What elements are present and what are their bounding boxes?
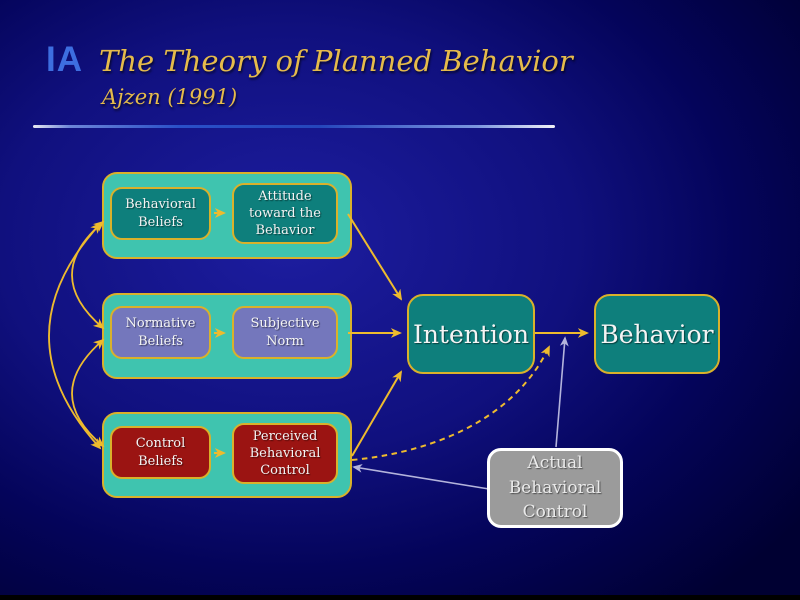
- curve-normative-control: [71, 338, 105, 448]
- node-attitude-toward-behavior: Attitude toward the Behavior: [232, 183, 338, 244]
- curve-behavioral-control: [48, 222, 102, 450]
- node-normative-beliefs: Normative Beliefs: [110, 306, 211, 359]
- node-label: Normative Beliefs: [125, 316, 196, 349]
- node-label: Intention: [412, 319, 530, 349]
- bottom-black-strip: [0, 595, 800, 600]
- node-label: Attitude toward the Behavior: [249, 188, 321, 239]
- node-label: Control Beliefs: [135, 436, 186, 469]
- node-label: Behavioral Beliefs: [125, 197, 196, 230]
- node-label: Perceived Behavioral Control: [249, 428, 321, 479]
- title-divider-line: [33, 125, 555, 128]
- node-label: Behavior: [600, 319, 714, 349]
- arrow-attitude-to-intention: [347, 213, 403, 301]
- arrow-actual-to-behavior-link: [555, 336, 569, 448]
- node-label: Actual Behavioral Control: [508, 453, 602, 523]
- ia-logo: IA: [46, 40, 83, 79]
- node-subjective-norm: Subjective Norm: [232, 306, 338, 359]
- node-intention: Intention: [407, 294, 535, 374]
- node-control-beliefs: Control Beliefs: [110, 426, 211, 479]
- curve-behavioral-normative: [71, 220, 105, 330]
- node-perceived-behavioral-control: Perceived Behavioral Control: [232, 423, 338, 484]
- slide-title: The Theory of Planned Behavior: [99, 44, 573, 78]
- arrow-perceived-to-intention: [351, 370, 402, 457]
- node-label: Subjective Norm: [250, 316, 320, 349]
- node-actual-behavioral-control: Actual Behavioral Control: [487, 448, 623, 528]
- node-behavioral-beliefs: Behavioral Beliefs: [110, 187, 211, 240]
- node-behavior: Behavior: [594, 294, 720, 374]
- arrow-actual-to-perceived: [352, 463, 490, 490]
- slide-subtitle: Ajzen (1991): [102, 85, 238, 109]
